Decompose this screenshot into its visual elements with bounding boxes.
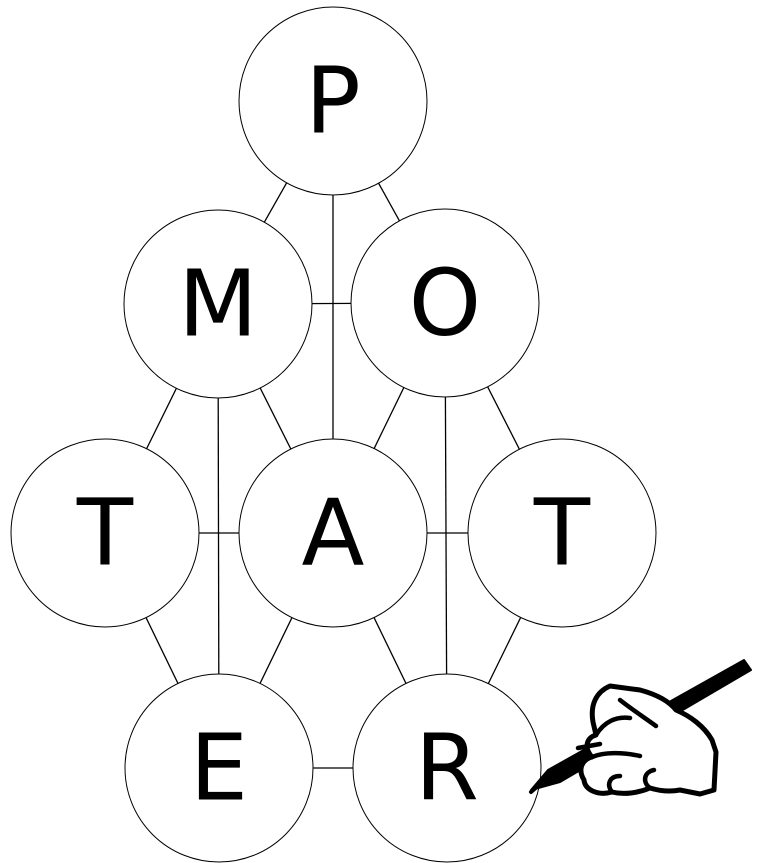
node-letter: T [76,480,134,587]
node-letter: R [415,715,479,822]
letter-node-m: M [124,210,312,398]
node-letter: O [409,250,481,357]
letter-node-t2: T [468,439,656,627]
connection-lines [105,101,562,768]
node-letter: M [178,251,257,358]
node-letter: T [533,480,591,587]
letter-node-o: O [351,209,539,397]
letter-node-p: P [239,7,427,195]
letter-node-t1: T [11,439,199,627]
letter-node-e: E [125,674,313,862]
node-letter: P [305,48,360,155]
node-letter: A [302,480,365,587]
letter-node-r: R [353,674,541,862]
letter-node-a: A [239,439,427,627]
hand-writing-with-pen-icon [531,660,751,794]
node-letter: E [190,715,248,822]
